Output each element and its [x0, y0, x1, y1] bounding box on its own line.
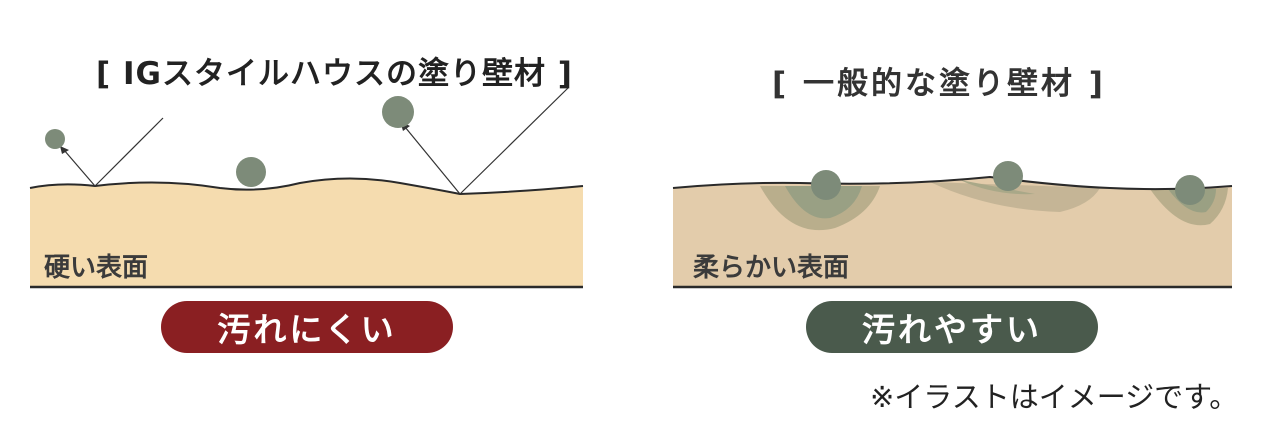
bounce-line-1-out	[63, 149, 96, 187]
left-panel-title: [ IGスタイルハウスの塗り壁材 ]	[96, 56, 573, 92]
dirt-particle	[236, 157, 266, 187]
bounce-line-2-in	[459, 87, 569, 195]
right-panel-title: [ 一般的な塗り壁材 ]	[772, 66, 1106, 102]
illustration-note: ※イラストはイメージです。	[870, 380, 1239, 414]
hard-surface-label: 硬い表面	[44, 253, 149, 283]
bounce-line-1-in	[94, 117, 164, 187]
stain-blotch	[785, 186, 862, 219]
arrowhead-1	[60, 146, 69, 154]
bounce-line-2-out	[404, 126, 461, 195]
dirt-particle	[382, 96, 414, 128]
resistant-result-pill: 汚れにくい	[161, 301, 453, 353]
soft-surface-label: 柔らかい表面	[693, 253, 850, 283]
prone-result-pill: 汚れやすい	[806, 301, 1098, 353]
soft-surface-edge	[672, 175, 1233, 191]
stain-blotch	[960, 180, 1035, 195]
dirt-particle	[1175, 175, 1205, 205]
hard-surface-fill	[30, 178, 583, 287]
stain-blotch	[930, 182, 1100, 212]
dirt-particle	[811, 170, 841, 200]
hard-surface-edge	[29, 177, 584, 196]
dirt-particle	[45, 129, 65, 149]
dirt-particle	[993, 161, 1023, 191]
